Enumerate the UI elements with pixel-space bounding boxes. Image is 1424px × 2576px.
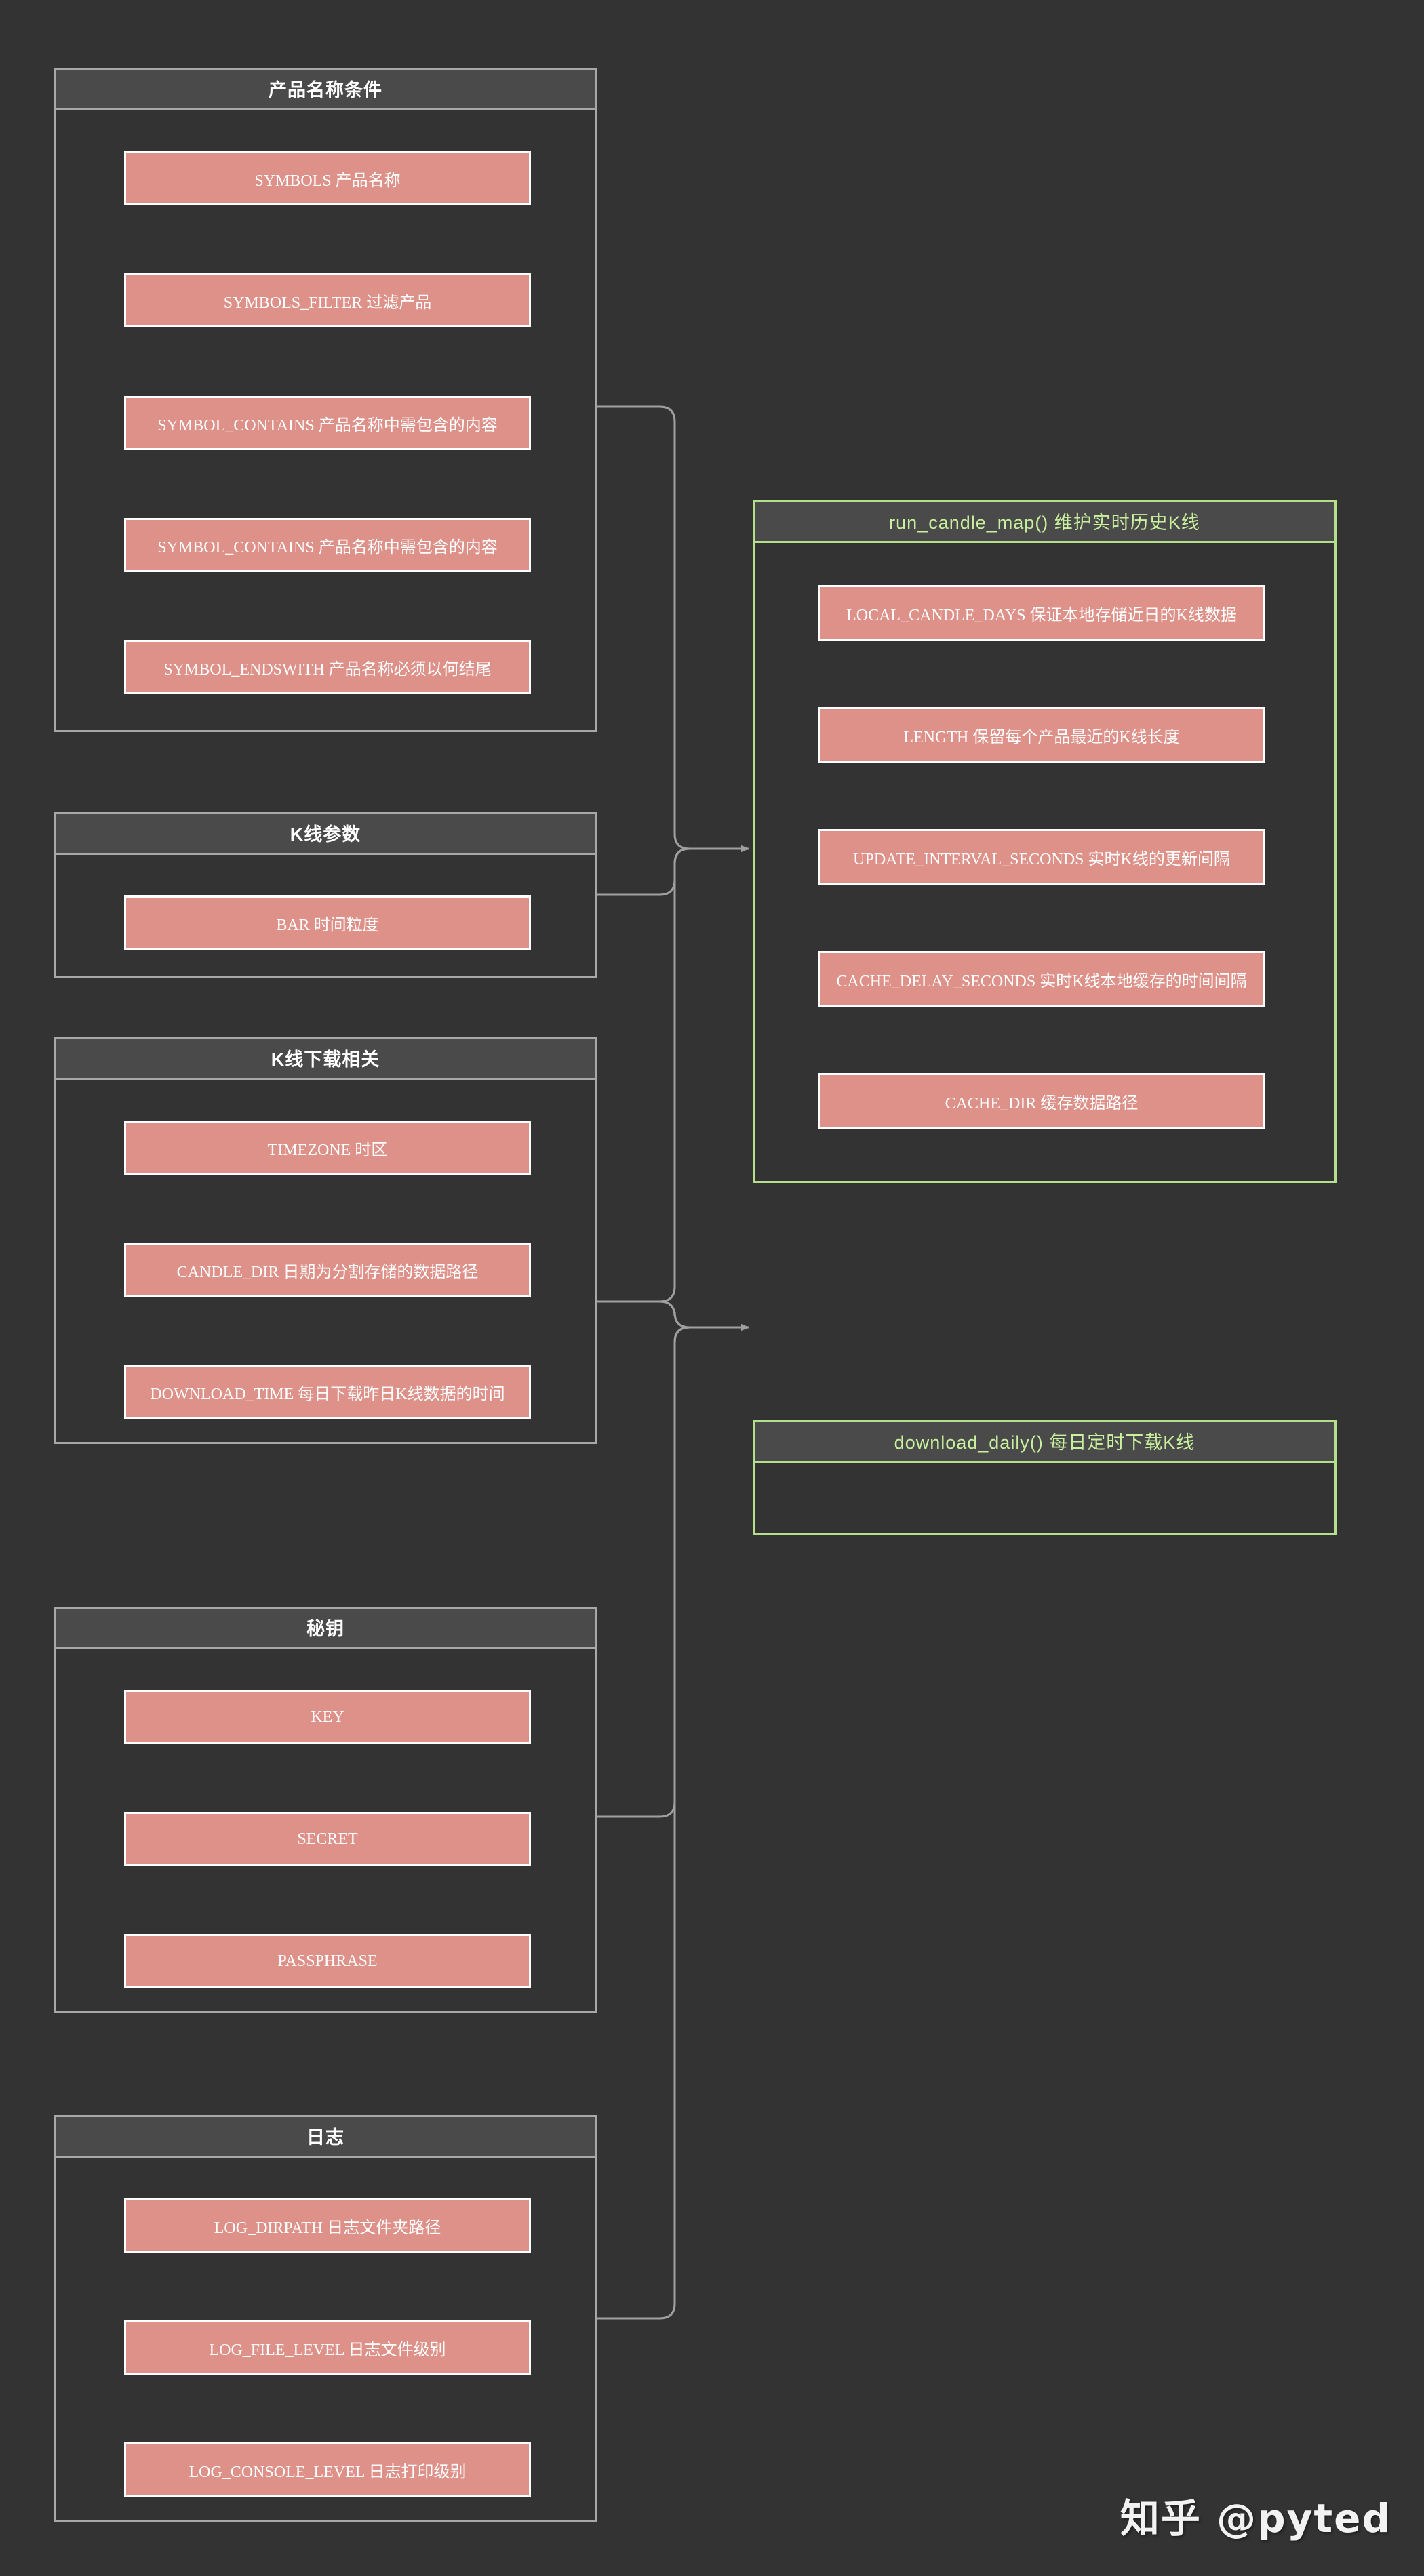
cluster-title-candle-params: K线参数 <box>56 814 595 855</box>
cluster-symbol-conditions: 产品名称条件 SYMBOLS 产品名称 SYMBOLS_FILTER 过滤产品 SYM… <box>54 68 597 732</box>
config-node[interactable]: LOCAL_CANDLE_DAYS 保证本地存储近日的K线数据 <box>818 585 1265 641</box>
cluster-candle-download: K线下载相关 TIMEZONE 时区 CANDLE_DIR 日期为分割存储的数据路径… <box>54 1037 597 1444</box>
config-node[interactable]: DOWNLOAD_TIME 每日下载昨日K线数据的时间 <box>124 1365 531 1419</box>
cluster-title-symbol-conditions: 产品名称条件 <box>56 70 595 110</box>
cluster-title-candle-download: K线下载相关 <box>56 1039 595 1080</box>
config-node[interactable]: PASSPHRASE <box>124 1934 531 1988</box>
config-node[interactable]: CACHE_DIR 缓存数据路径 <box>818 1073 1265 1129</box>
config-node[interactable]: UPDATE_INTERVAL_SECONDS 实时K线的更新间隔 <box>818 829 1265 885</box>
config-node[interactable]: SYMBOL_ENDSWITH 产品名称必须以何结尾 <box>124 640 531 694</box>
cluster-candle-params: K线参数 BAR 时间粒度 <box>54 812 597 978</box>
config-node[interactable]: SYMBOLS 产品名称 <box>124 151 531 205</box>
watermark: 知乎 @pyted <box>1120 2495 1391 2541</box>
config-node[interactable]: SYMBOLS_FILTER 过滤产品 <box>124 273 531 327</box>
cluster-connector-edges <box>597 405 749 2320</box>
connector-symbol-to-runcandlemap <box>597 405 749 852</box>
config-node[interactable]: SYMBOL_CONTAINS 产品名称中需包含的内容 <box>124 396 531 450</box>
cluster-title-logging: 日志 <box>56 2117 595 2158</box>
cluster-title-secret-keys: 秘钥 <box>56 1609 595 1649</box>
connector-logging-to-downloaddaily <box>597 1324 749 2320</box>
cluster-secret-keys: 秘钥 KEY SECRET PASSPHRASE <box>54 1607 597 2013</box>
cluster-run-candle-map: run_candle_map() 维护实时历史K线 LOCAL_CANDLE_DA… <box>753 500 1337 1183</box>
config-node[interactable]: CANDLE_DIR 日期为分割存储的数据路径 <box>124 1243 531 1297</box>
connector-candledownload-to-runcandlemap <box>597 845 749 1303</box>
config-node[interactable]: LOG_FILE_LEVEL 日志文件级别 <box>124 2320 531 2375</box>
connector-candleparams-to-runcandlemap <box>597 845 749 896</box>
cluster-title-run-candle-map: run_candle_map() 维护实时历史K线 <box>755 502 1334 543</box>
config-node[interactable]: SECRET <box>124 1812 531 1866</box>
config-node[interactable]: CACHE_DELAY_SECONDS 实时K线本地缓存的时间间隔 <box>818 951 1265 1007</box>
connector-candledownload-to-downloaddaily <box>597 1300 749 1331</box>
config-node[interactable]: KEY <box>124 1690 531 1744</box>
config-node[interactable]: SYMBOL_CONTAINS 产品名称中需包含的内容 <box>124 518 531 572</box>
cluster-logging: 日志 LOG_DIRPATH 日志文件夹路径 LOG_FILE_LEVEL 日志文件… <box>54 2115 597 2522</box>
config-node[interactable]: LENGTH 保留每个产品最近的K线长度 <box>818 707 1265 763</box>
config-node[interactable]: LOG_CONSOLE_LEVEL 日志打印级别 <box>124 2442 531 2497</box>
config-node[interactable]: BAR 时间粒度 <box>124 895 531 950</box>
cluster-title-download-daily: download_daily() 每日定时下载K线 <box>755 1422 1334 1463</box>
config-node[interactable]: LOG_DIRPATH 日志文件夹路径 <box>124 2198 531 2253</box>
config-node[interactable]: TIMEZONE 时区 <box>124 1121 531 1175</box>
cluster-download-daily: download_daily() 每日定时下载K线 <box>753 1420 1337 1535</box>
connector-secretkeys-to-downloaddaily <box>597 1324 749 1818</box>
